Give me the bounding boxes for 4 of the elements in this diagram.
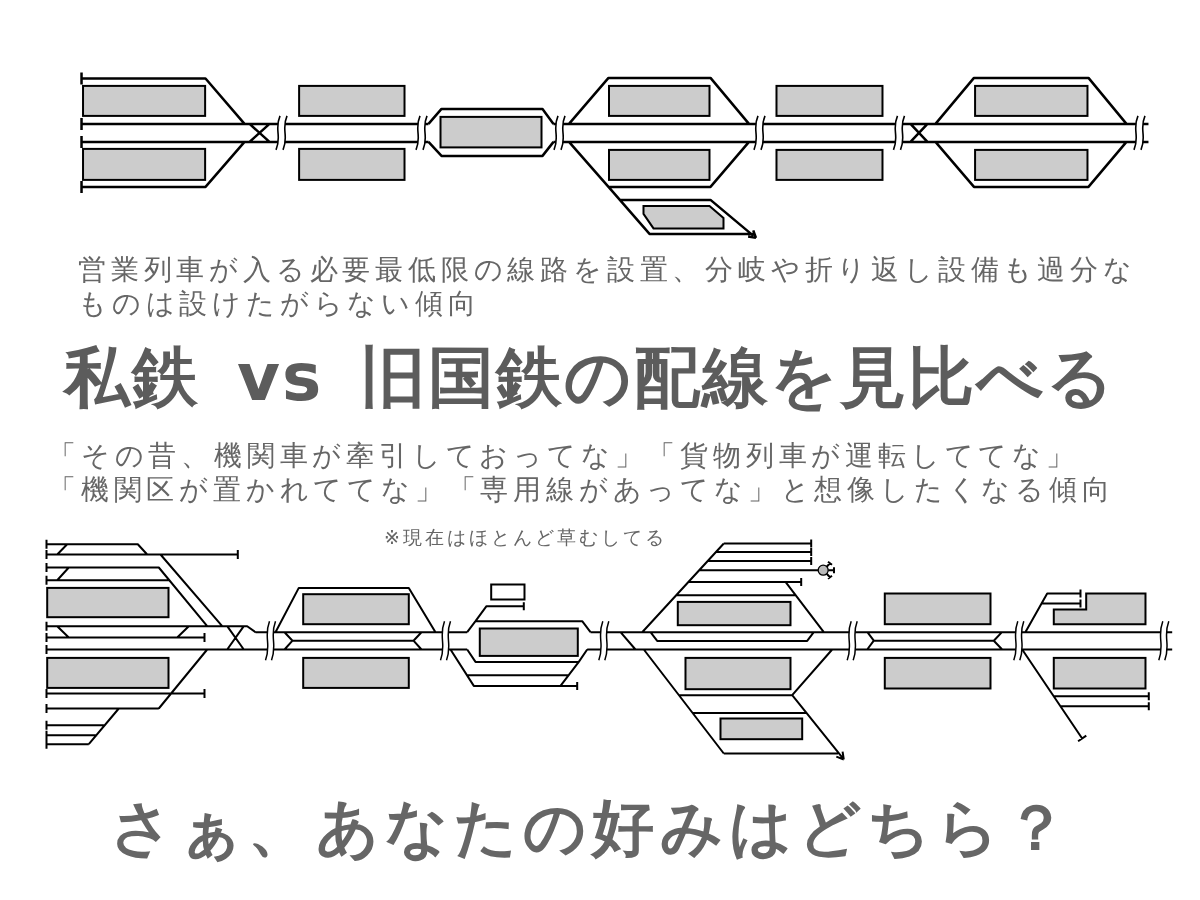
description-text: 営業列車が入る必要最低限の線路を設置、分岐や折り返し設備も過分なものは設けたがらない傾向: [78, 253, 1138, 321]
description-text: 「その昔、機関車が牽引しておってな」「貨物列車が運転しててな」「機関区が置かれててな」「専用線があってな」と想像したくなる傾向: [48, 439, 1116, 507]
heading: 私鉄 vs 旧国鉄の配線を見比べる: [64, 338, 1118, 418]
question-text: さぁ、あなたの好みはどちら？: [110, 790, 1074, 866]
